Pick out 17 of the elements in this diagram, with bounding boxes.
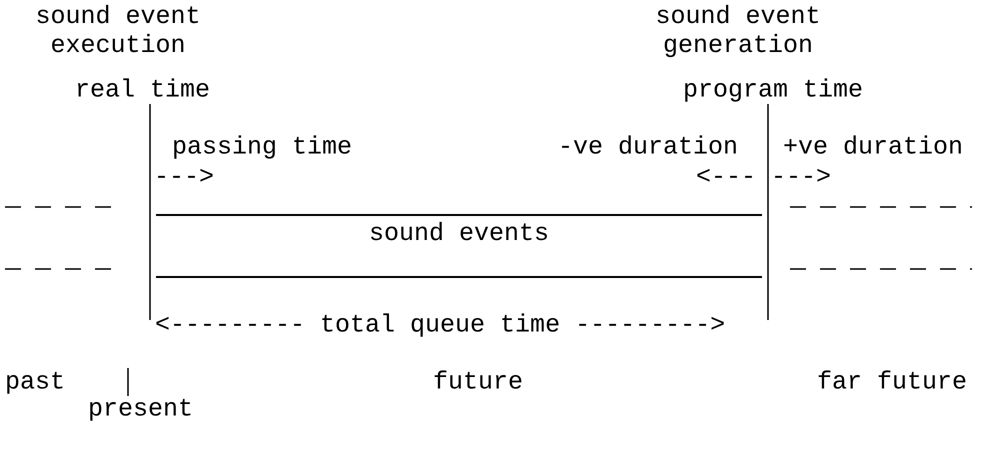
timeline-label: present [88,394,194,424]
heading: sound event execution [34,2,202,60]
direction-arrow: ---> [771,162,832,192]
band-label: sound events [368,219,550,248]
time-label: real time [75,76,210,104]
text-label: +ve duration [783,132,964,162]
dimension-line: <--------- total queue time ---------> [155,310,726,340]
direction-arrow: ---> [154,162,214,192]
text-label: passing time [172,132,352,162]
timeline-label: future [433,368,524,396]
queue-band [156,214,762,278]
timeline-label: past [5,368,66,396]
text-label: -ve duration [558,132,738,162]
heading: sound event generation [654,2,822,60]
direction-arrow: <--- [696,162,756,192]
timeline-label: far future [817,368,968,396]
time-label: program time [683,76,864,104]
